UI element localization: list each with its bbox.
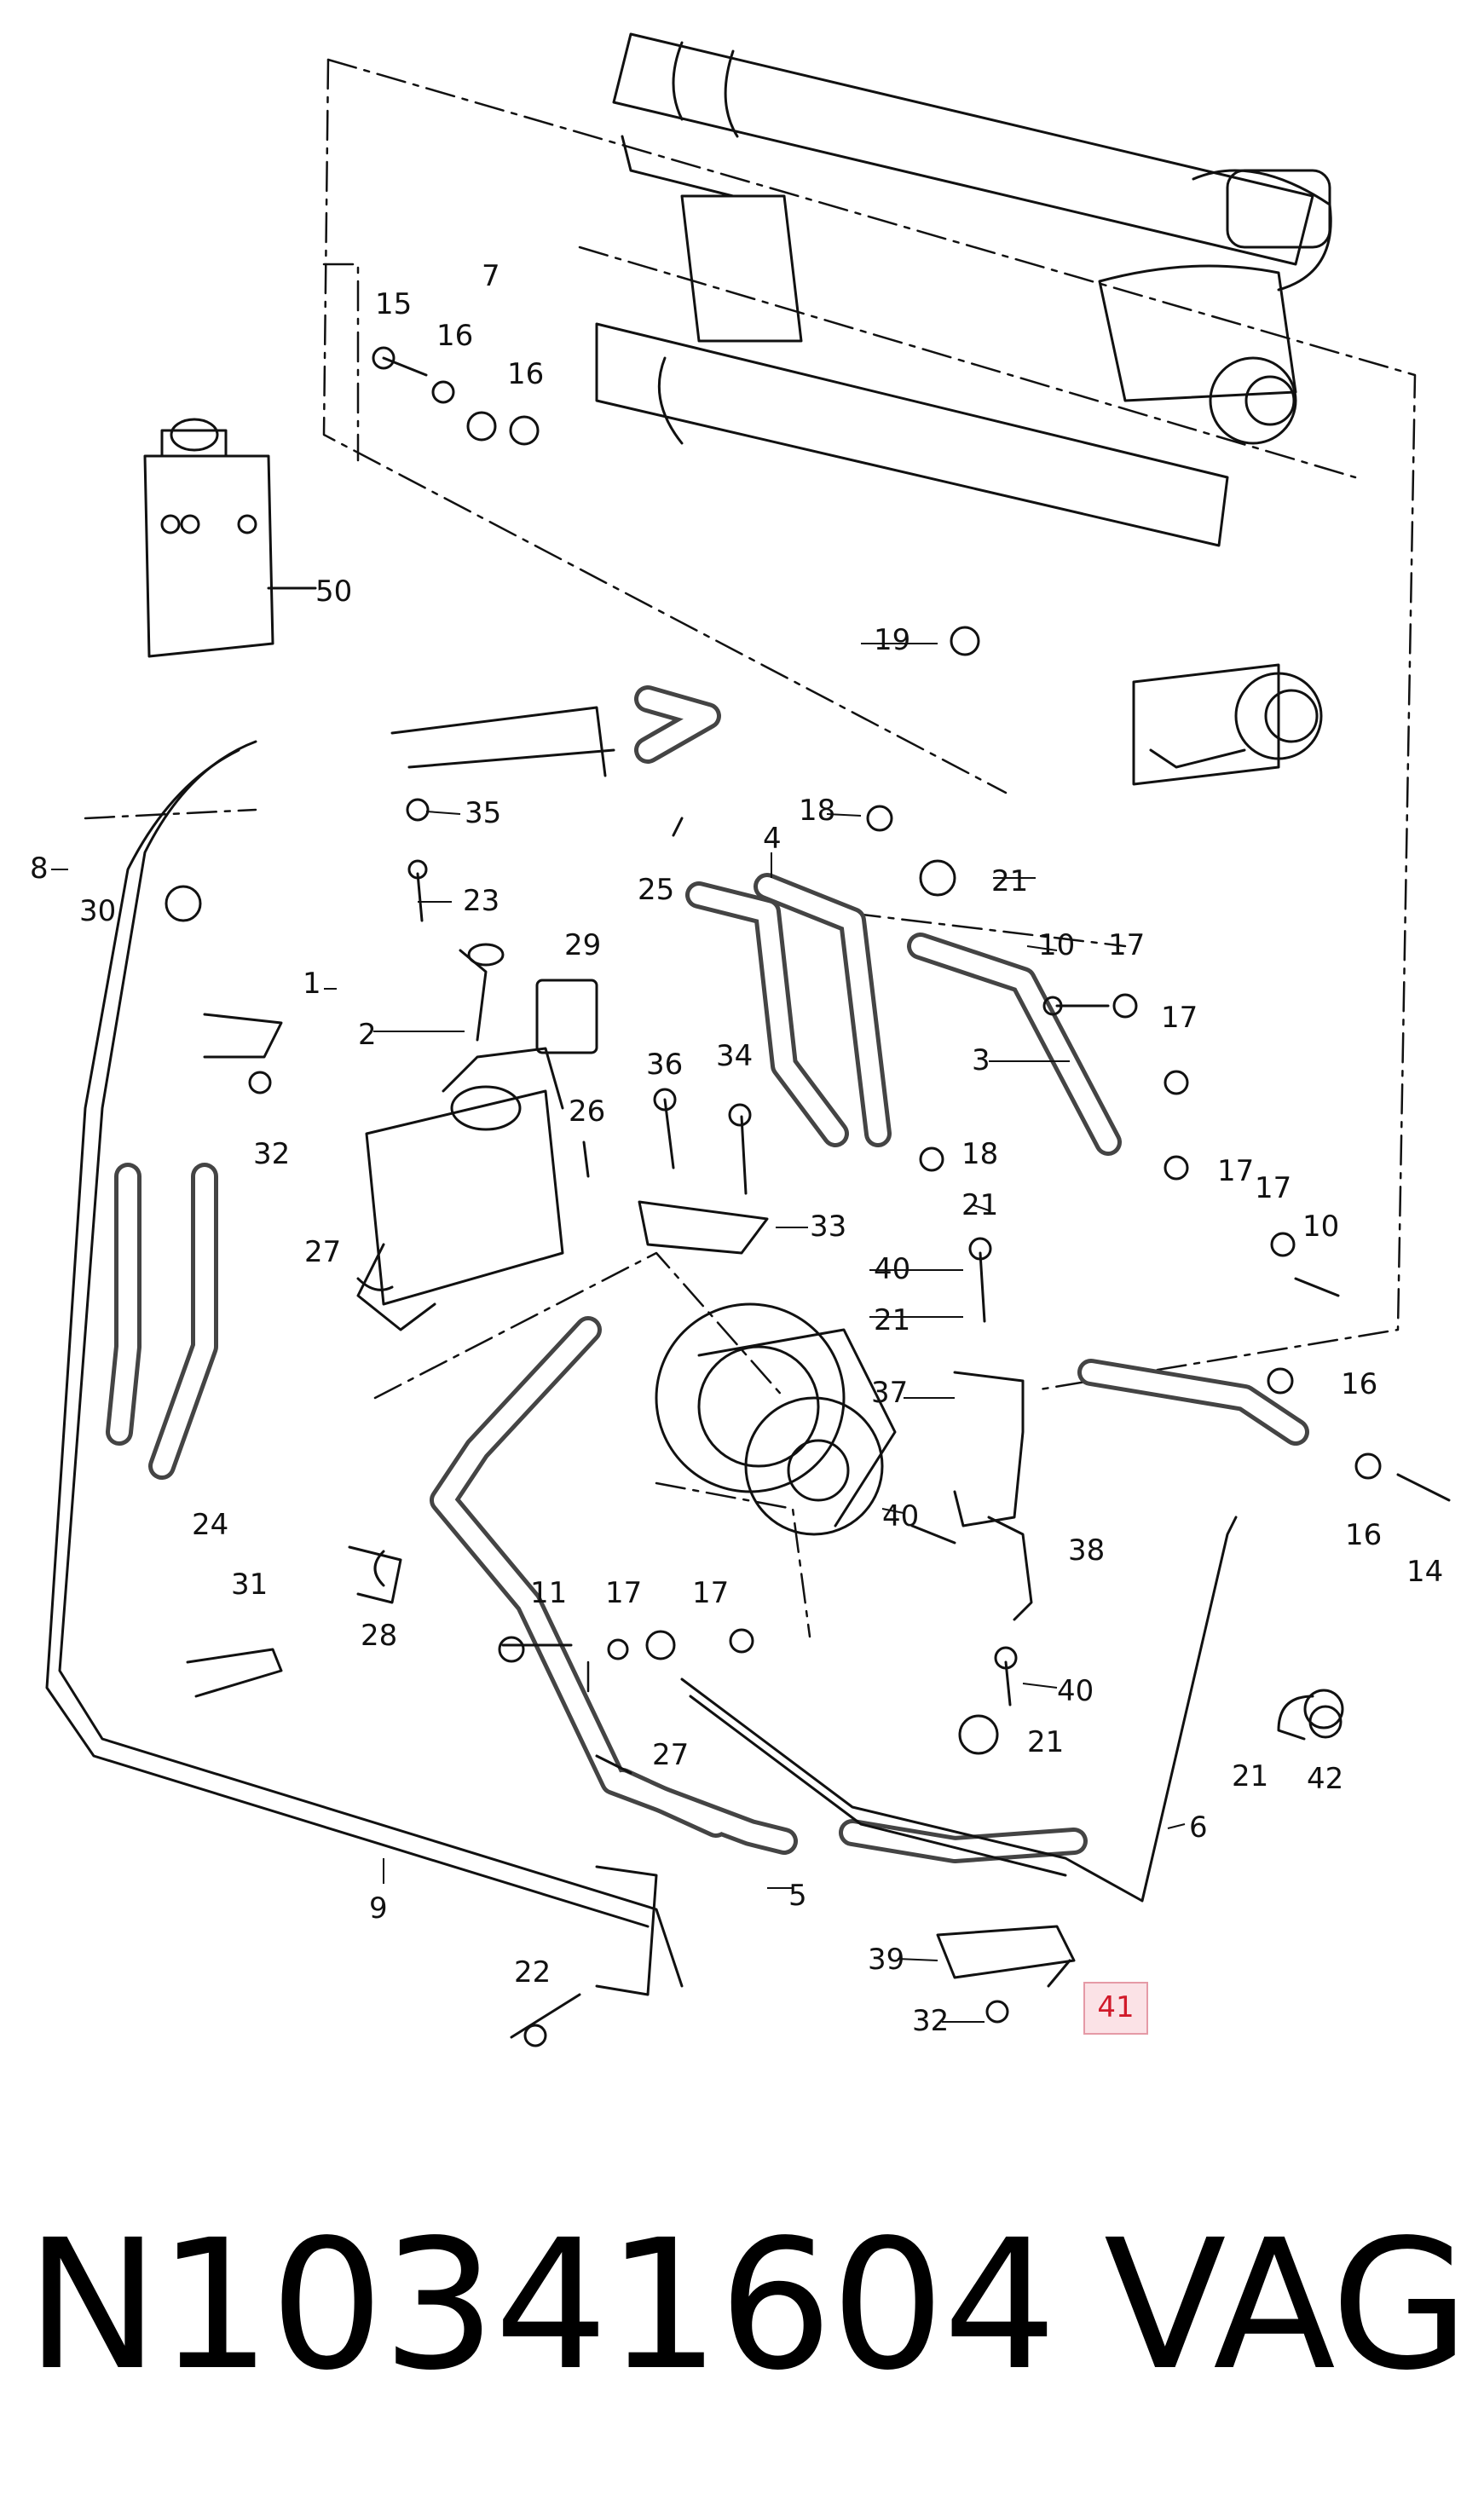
callout-5: 5: [788, 1879, 807, 1913]
callout-16d: 16: [1345, 1518, 1382, 1552]
callout-50: 50: [315, 575, 352, 609]
callout-31: 31: [231, 1568, 268, 1602]
callout-40c: 40: [1057, 1674, 1094, 1708]
callout-16a: 16: [436, 319, 473, 353]
callout-23: 23: [463, 884, 499, 918]
callout-40b: 40: [882, 1499, 919, 1533]
callout-29: 29: [564, 928, 601, 962]
callout-38: 38: [1068, 1533, 1105, 1568]
callout-18b: 18: [961, 1137, 998, 1171]
callout-37: 37: [871, 1376, 908, 1410]
callout-30: 30: [79, 894, 116, 928]
callout-21b: 21: [961, 1188, 998, 1222]
callout-2: 2: [358, 1018, 377, 1052]
callout-11: 11: [530, 1576, 567, 1610]
callout-4: 4: [763, 822, 782, 856]
callout-17f: 17: [692, 1576, 729, 1610]
callout-21c: 21: [874, 1303, 910, 1337]
callout-10b: 10: [1302, 1210, 1339, 1244]
callout-42: 42: [1307, 1762, 1343, 1796]
callout-27a: 27: [304, 1235, 341, 1269]
fasteners: [165, 346, 1451, 2047]
callout-26: 26: [569, 1094, 605, 1129]
callout-17a: 17: [1108, 928, 1145, 962]
callout-16b: 16: [507, 357, 544, 391]
steering-pump: [655, 1302, 897, 1536]
highlighted-part-label: 41: [1083, 1982, 1148, 2035]
callout-19: 19: [874, 623, 910, 657]
callout-35: 35: [465, 796, 501, 830]
brand-name: VAG: [1104, 2201, 1470, 2410]
callout-15: 15: [375, 287, 412, 321]
callout-9: 9: [369, 1891, 388, 1926]
callout-25: 25: [638, 873, 674, 907]
callout-33: 33: [810, 1210, 846, 1244]
callout-17e: 17: [605, 1576, 642, 1610]
hose-inner: [110, 690, 1305, 1859]
parts-diagram: [45, 32, 1451, 2047]
callout-28: 28: [361, 1619, 397, 1653]
callout-14: 14: [1406, 1555, 1443, 1589]
callout-16c: 16: [1341, 1367, 1377, 1401]
pressure-line: [680, 1516, 1238, 1903]
callout-6: 6: [1189, 1810, 1208, 1845]
dashed-outlines: [84, 58, 1417, 1758]
callout-10a: 10: [1038, 928, 1075, 962]
brackets: [203, 1013, 1076, 1979]
callout-34: 34: [716, 1039, 753, 1073]
oil-can: [143, 418, 317, 658]
callout-22: 22: [514, 1955, 551, 1989]
callout-21d: 21: [1027, 1725, 1064, 1759]
callout-27b: 27: [652, 1738, 689, 1772]
callout-36: 36: [646, 1048, 683, 1082]
callout-1: 1: [303, 967, 321, 1001]
callout-18a: 18: [799, 794, 835, 828]
callout-32a: 32: [253, 1137, 290, 1171]
fluid-reservoir: [356, 1047, 564, 1331]
callout-17b: 17: [1161, 1001, 1198, 1035]
return-line: [45, 706, 684, 1996]
callout-layer: 1 2 3 4 5 6 7 8 9 10 10 11 14 15 16 16 1…: [30, 259, 1443, 2038]
callout-17d: 17: [1255, 1171, 1291, 1205]
callout-7: 7: [482, 259, 500, 293]
part-number: N10341604: [26, 2201, 1057, 2410]
highlighted-part-number: 41: [1097, 1990, 1135, 2024]
callout-24: 24: [192, 1508, 228, 1542]
callout-8: 8: [30, 852, 49, 886]
callout-21e: 21: [1232, 1759, 1268, 1793]
callout-17c: 17: [1217, 1154, 1254, 1188]
steering-rack: [595, 32, 1332, 786]
callout-21a: 21: [991, 864, 1028, 898]
callout-3: 3: [972, 1043, 990, 1077]
